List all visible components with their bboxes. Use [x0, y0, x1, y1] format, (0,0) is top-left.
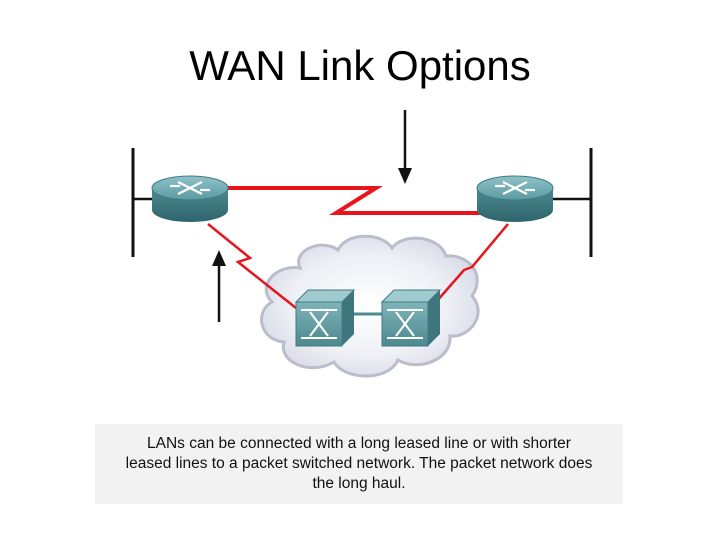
packet-switch-icon — [380, 289, 442, 347]
caption-text: LANs can be connected with a long leased… — [125, 435, 593, 492]
long-leased-line — [216, 186, 498, 215]
arrow-down-icon — [398, 110, 412, 184]
packet-switch-icon — [294, 289, 356, 347]
router-icon — [151, 175, 229, 222]
slide-title: WAN Link Options — [189, 42, 531, 89]
short-leased-line-left — [207, 223, 297, 309]
short-leased-line-right — [435, 223, 509, 303]
caption-box: LANs can be connected with a long leased… — [95, 424, 623, 504]
arrow-up-icon — [212, 250, 226, 322]
router-icon — [476, 175, 554, 222]
